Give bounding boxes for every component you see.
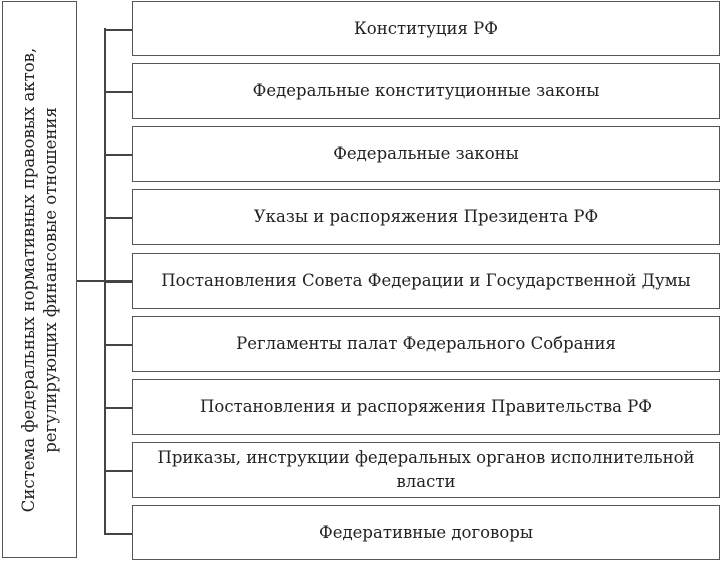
branch-connector: [104, 344, 132, 346]
item-label: Конституция РФ: [354, 18, 498, 38]
item-label: Указы и распоряжения Президента РФ: [253, 207, 599, 226]
trunk-line: [104, 28, 106, 533]
root-label-line2: регулирующих финансовые отношения: [40, 106, 60, 453]
branch-connector: [104, 91, 132, 93]
branch-connector: [104, 533, 132, 535]
item-box: Конституция РФ: [132, 1, 720, 56]
root-node: Система федеральных нормативных правовых…: [2, 1, 77, 558]
item-box: Указы и распоряжения Президента РФ: [132, 189, 720, 245]
item-box: Постановления и распоряжения Правительст…: [132, 379, 720, 435]
branch-connector: [104, 281, 132, 283]
item-label: Постановления Совета Федерации и Государ…: [161, 271, 691, 290]
branch-connector: [104, 29, 132, 31]
item-label: Федеративные договоры: [319, 522, 533, 542]
root-label: Система федеральных нормативных правовых…: [18, 47, 62, 511]
root-label-line1: Система федеральных нормативных правовых…: [18, 47, 38, 512]
item-label: Приказы, инструкции федеральных органов …: [157, 448, 695, 491]
item-label: Федеральные законы: [333, 144, 519, 163]
item-box: Регламенты палат Федерального Собрания: [132, 316, 720, 372]
item-box: Приказы, инструкции федеральных органов …: [132, 442, 720, 498]
item-label: Федеральные конституционные законы: [252, 81, 600, 100]
item-box: Федеративные договоры: [132, 505, 720, 560]
branch-connector: [104, 407, 132, 409]
item-box: Федеральные конституционные законы: [132, 63, 720, 119]
item-label: Постановления и распоряжения Правительст…: [200, 397, 652, 416]
branch-connector: [104, 217, 132, 219]
item-box: Федеральные законы: [132, 126, 720, 182]
branch-connector: [104, 154, 132, 156]
item-box: Постановления Совета Федерации и Государ…: [132, 253, 720, 309]
item-label: Регламенты палат Федерального Собрания: [236, 334, 616, 353]
branch-connector: [104, 470, 132, 472]
